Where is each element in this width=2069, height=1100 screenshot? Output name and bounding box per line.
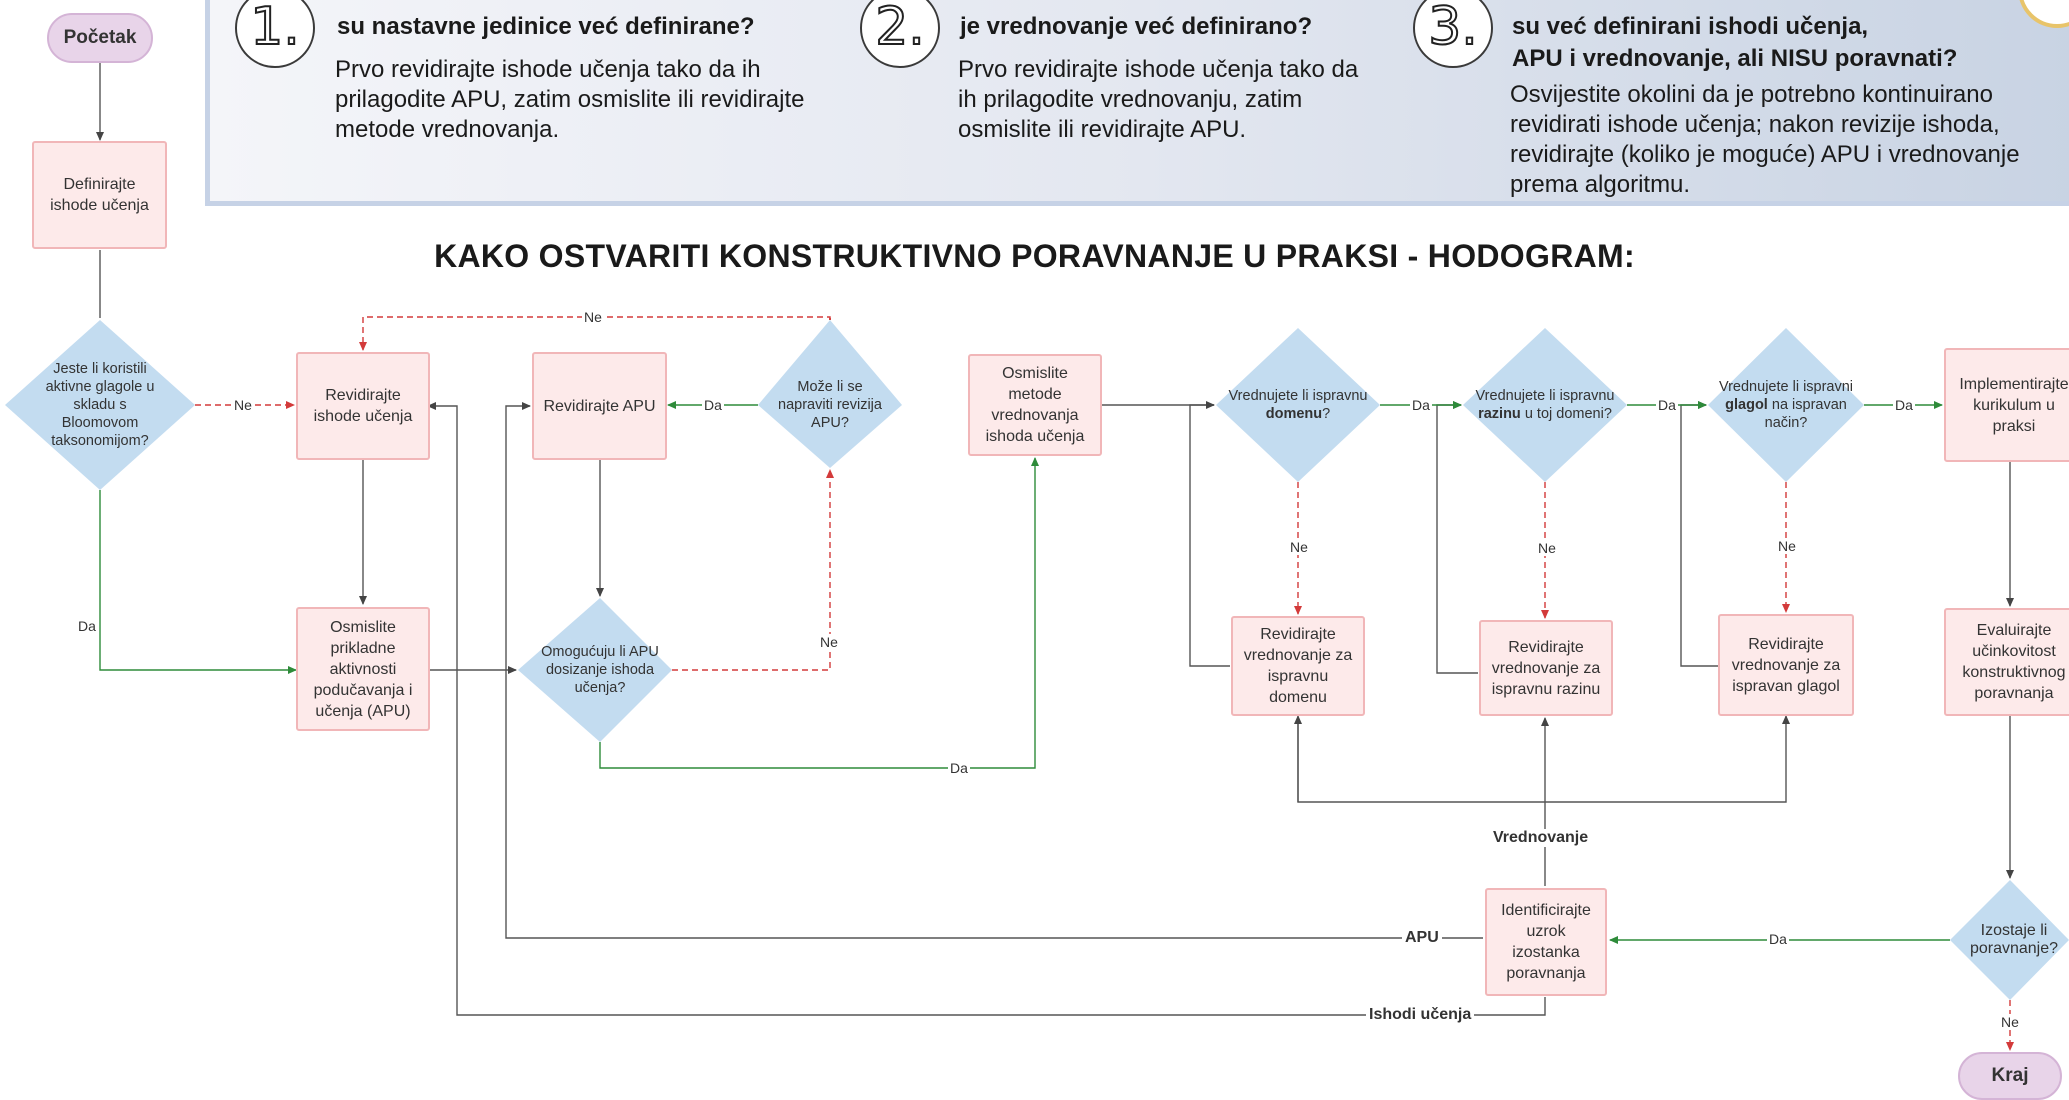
design-apu-box: Osmislite prikladne aktivnosti podučavan… <box>296 607 430 731</box>
diamond-razinu <box>1463 328 1627 482</box>
decision-revision-possible: Može li se napraviti revizija APU? <box>778 379 882 431</box>
implement-box: Implementirajte kurikulum u praksi <box>1944 348 2069 462</box>
decision-apu-outcomes: Omogućuju li APU dosizanje ishoda učenja… <box>541 644 659 696</box>
edge-label-ne-bloom: Ne <box>232 397 254 413</box>
edge-label-ishodi: Ishodi učenja <box>1366 1006 1475 1024</box>
step-1-text: Prvo revidirajte ishode učenja tako da i… <box>335 56 805 143</box>
edge-label-ne-level: Ne <box>1536 540 1558 556</box>
decision-alignment-missing: Izostaje li poravnanje? <box>1969 922 2059 957</box>
edge-label-da-apu: Da <box>948 760 970 776</box>
revise-apu-box: Revidirajte APU <box>532 352 667 460</box>
design-assessment-box: Osmislite metode vrednovanja ishoda učen… <box>968 354 1102 456</box>
edge-label-ne-apu: Ne <box>818 634 840 650</box>
decision-level-bold: razinu <box>1478 406 1521 422</box>
decision-level: Vrednujete li ispravnu razinu u toj dome… <box>1475 365 1615 445</box>
edge-label-da-revision: Da <box>702 397 724 413</box>
edge-label-ne-verb: Ne <box>1776 538 1798 554</box>
define-outcomes-box: Definirajte ishode učenja <box>32 141 167 249</box>
diamond-omogucuju <box>518 598 672 742</box>
edge-label-da-alignment: Da <box>1767 931 1789 947</box>
decision-verb-bold: glagol <box>1725 397 1768 413</box>
step-2-question: je vrednovanje već definirano? <box>960 13 1313 40</box>
edge-label-ne-domain: Ne <box>1288 539 1310 555</box>
diamond-domenu <box>1216 328 1380 482</box>
diamond-moze-li <box>758 320 902 468</box>
edge-label-apu: APU <box>1402 929 1442 947</box>
step-3-question-line1: su već definirani ishodi učenja, <box>1512 13 1869 40</box>
revise-domain-box: Revidirajte vrednovanje za ispravnu dome… <box>1231 616 1365 716</box>
end-node: Kraj <box>1958 1052 2062 1100</box>
step-3-text: Osvijestite okolini da je potrebno konti… <box>1510 81 2020 198</box>
intro-banner <box>205 0 2069 206</box>
edge-label-da-level: Da <box>1656 397 1678 413</box>
diamond-izostaje <box>1950 880 2069 1000</box>
identify-cause-box: Identificirajte uzrok izostanka poravnan… <box>1485 888 1607 996</box>
revise-verb-box: Revidirajte vrednovanje za ispravan glag… <box>1718 614 1854 716</box>
decision-domain-suffix: ? <box>1322 406 1331 422</box>
decision-level-suffix: u toj domeni? <box>1524 406 1612 422</box>
step-3-question-line2: APU i vrednovanje, ali NISU poravnati? <box>1512 45 1958 72</box>
edge-label-da-verb: Da <box>1893 397 1915 413</box>
diamond-jeste-li <box>5 320 195 490</box>
decision-domain-text: Vrednujete li ispravnu <box>1228 388 1368 404</box>
edge-label-da-domain: Da <box>1410 397 1432 413</box>
step-2-number: 2. <box>860 0 940 68</box>
start-node: Početak <box>47 13 153 63</box>
step-3-number: 3. <box>1413 0 1493 68</box>
edge-label-ne-top: Ne <box>582 309 604 325</box>
edge-label-vrednovanje: Vrednovanje <box>1490 829 1592 847</box>
decision-level-text: Vrednujete li ispravnu <box>1475 388 1615 404</box>
decision-domain: Vrednujete li ispravnu domenu? <box>1226 365 1370 445</box>
revise-outcomes-box: Revidirajte ishode učenja <box>296 352 430 460</box>
diamond-glagol <box>1708 328 1864 482</box>
decision-verb-text: Vrednujete li ispravni <box>1718 379 1854 395</box>
evaluate-box: Evaluirajte učinkovitost konstruktivnog … <box>1944 608 2069 716</box>
edge-label-da-bloom: Da <box>76 618 98 634</box>
decision-verb: Vrednujete li ispravni glagol na isprava… <box>1718 360 1854 450</box>
revise-level-box: Revidirajte vrednovanje za ispravnu razi… <box>1479 620 1613 716</box>
step-1-number: 1. <box>235 0 315 68</box>
step-2-text: Prvo revidirajte ishode učenja tako da i… <box>958 56 1359 143</box>
decision-domain-bold: domenu <box>1265 406 1323 422</box>
decision-bloom: Jeste li koristili aktivne glagole u skl… <box>45 361 155 449</box>
edge-label-ne-alignment: Ne <box>1999 1014 2021 1030</box>
page-title: KAKO OSTVARITI KONSTRUKTIVNO PORAVNANJE … <box>434 238 1635 274</box>
decision-verb-suffix: na ispravan način? <box>1764 397 1847 431</box>
step-1-question: su nastavne jedinice već definirane? <box>337 13 755 40</box>
